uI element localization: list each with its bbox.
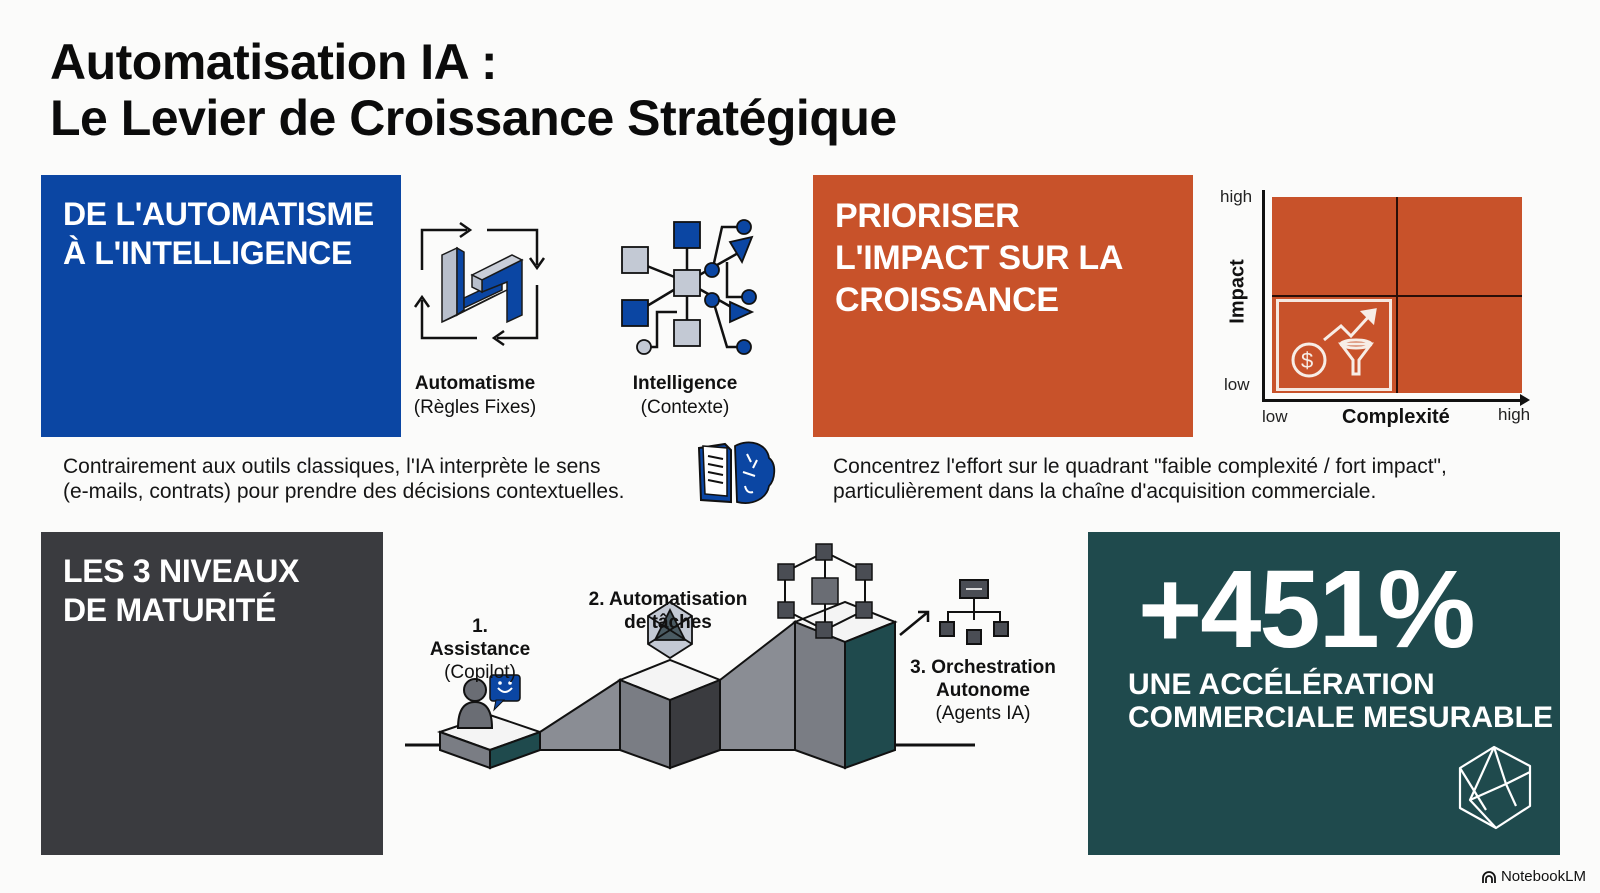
- panel-title: LES 3 NIVEAUX DE MATURITÉ: [63, 552, 299, 630]
- x-axis-arrow-icon: [1520, 394, 1530, 406]
- panel-title-line: À L'INTELLIGENCE: [63, 235, 353, 271]
- matrix-grid: $: [1272, 197, 1522, 393]
- description-line: Concentrez l'effort sur le quadrant "fai…: [833, 455, 1447, 478]
- step-1-label: 1. Assistance (Copilot): [420, 615, 540, 684]
- dollar-funnel-growth-icon: $: [1291, 308, 1377, 378]
- highlighted-quadrant: $: [1276, 299, 1392, 391]
- step-title: 3. Orchestration: [910, 657, 1056, 678]
- impact-complexity-matrix: $ high low Impact low Complexité high: [1220, 185, 1540, 435]
- y-axis-label: Impact: [1226, 259, 1249, 324]
- subtitle-line: UNE ACCÉLÉRATION: [1128, 668, 1435, 701]
- page-title: Automatisation IA : Le Levier de Croissa…: [50, 34, 897, 146]
- intelligence-sublabel: (Contexte): [640, 397, 730, 418]
- panel-title-line: CROISSANCE: [835, 281, 1059, 319]
- panel-title-line: LES 3 NIVEAUX: [63, 553, 300, 589]
- matrix-divider-horizontal: [1272, 295, 1522, 297]
- panel-title-line: L'IMPACT SUR LA: [835, 239, 1124, 277]
- description-line: particulièrement dans la chaîne d'acquis…: [833, 480, 1377, 503]
- panel-title-line: PRIORISER: [835, 197, 1020, 235]
- panel-title: PRIORISER L'IMPACT SUR LA CROISSANCE: [835, 195, 1123, 321]
- y-low-label: low: [1224, 375, 1250, 394]
- brand-label: NotebookLM: [1500, 868, 1586, 885]
- step-2-label: 2. Automatisation de tâches: [578, 588, 758, 634]
- agent-hierarchy-icon: [939, 579, 1009, 645]
- maturity-staircase-diagram: [405, 543, 1009, 770]
- subtitle-line: COMMERCIALE MESURABLE: [1128, 701, 1553, 734]
- y-high-label: high: [1220, 187, 1253, 206]
- prioritize-impact-panel: PRIORISER L'IMPACT SUR LA CROISSANCE: [813, 175, 1193, 437]
- maturity-levels-panel: LES 3 NIVEAUX DE MATURITÉ: [41, 532, 383, 855]
- step-sublabel: (Copilot): [444, 662, 516, 683]
- x-low-label: low: [1262, 407, 1288, 426]
- description-line: (e-mails, contrats) pour prendre des déc…: [63, 480, 625, 503]
- notebooklm-brand: NotebookLM: [1481, 868, 1586, 885]
- growth-percentage: +451%: [1138, 548, 1476, 671]
- person-chat-icon: [456, 674, 521, 729]
- book-brain-icon: [697, 441, 776, 504]
- x-axis: [1262, 399, 1527, 402]
- network-cubes-icon: [621, 219, 757, 355]
- growth-subtitle: UNE ACCÉLÉRATION COMMERCIALE MESURABLE: [1128, 668, 1553, 734]
- x-high-label: high: [1498, 405, 1531, 424]
- title-line-1: Automatisation IA :: [50, 34, 497, 90]
- section2-description: Concentrez l'effort sur le quadrant "fai…: [833, 454, 1447, 504]
- step-3-label: 3. Orchestration Autonome (Agents IA): [898, 656, 1068, 725]
- step-title: 1. Assistance: [429, 616, 531, 660]
- automatism-intelligence-panel: DE L'AUTOMATISME À L'INTELLIGENCE: [41, 175, 401, 437]
- panel-title: DE L'AUTOMATISME À L'INTELLIGENCE: [63, 195, 374, 273]
- polyhedron-icon: [1458, 745, 1532, 830]
- step-title-line2: de tâches: [624, 612, 712, 633]
- intelligence-title: Intelligence: [632, 373, 738, 394]
- automatism-sublabel: (Règles Fixes): [413, 397, 537, 418]
- loop-blocks-icon: [413, 221, 546, 347]
- step-sublabel: (Agents IA): [935, 703, 1031, 724]
- crystal-icon: [647, 600, 693, 660]
- section1-description: Contrairement aux outils classiques, l'I…: [63, 454, 624, 504]
- automatism-title: Automatisme: [414, 373, 536, 394]
- notebooklm-logo-icon: [1482, 870, 1496, 883]
- panel-title-line: DE MATURITÉ: [63, 592, 276, 628]
- automatism-label: Automatisme (Règles Fixes): [400, 372, 550, 420]
- step-title-line2: Autonome: [936, 680, 1030, 701]
- panel-title-line: DE L'AUTOMATISME: [63, 196, 374, 232]
- x-axis-label: Complexité: [1342, 406, 1450, 428]
- commercial-acceleration-panel: +451% UNE ACCÉLÉRATION COMMERCIALE MESUR…: [1088, 532, 1560, 855]
- step-title: 2. Automatisation: [588, 589, 748, 610]
- svg-text:$: $: [1301, 348, 1313, 373]
- description-line: Contrairement aux outils classiques, l'I…: [63, 455, 601, 478]
- y-axis: [1262, 190, 1265, 402]
- title-line-2: Le Levier de Croissance Stratégique: [50, 90, 897, 146]
- intelligence-label: Intelligence (Contexte): [610, 372, 760, 420]
